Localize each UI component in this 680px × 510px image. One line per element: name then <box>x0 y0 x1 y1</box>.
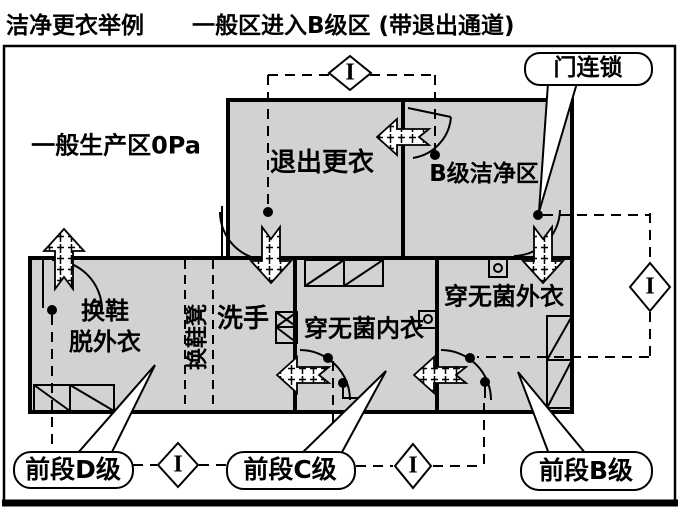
door-exit-change <box>219 206 273 261</box>
callout-front-b-label: 前段B级 <box>538 455 634 485</box>
door-sterile-outer <box>440 349 492 401</box>
interlock-lines <box>51 74 651 467</box>
airflow-arrow-left-icon <box>275 354 332 396</box>
airflow-arrow-left-icon <box>412 354 469 396</box>
label-general-production-area: 一般生产区0Pa <box>31 131 201 160</box>
airflow-arrow-up-icon <box>41 227 87 292</box>
locker-rect <box>343 259 384 287</box>
interlock-symbol-bottom-left: I <box>173 451 183 478</box>
callout-door-interlock-label: 门连锁 <box>553 55 623 82</box>
interlock-diamond-bottom-right <box>393 442 433 490</box>
diagram-title-left: 洁净更衣举例 <box>6 13 144 39</box>
callout-door-interlock <box>524 52 653 86</box>
outer-frame <box>2 44 678 507</box>
room-walls <box>28 98 574 414</box>
label-shoe-bench: 换鞋凳 <box>185 303 211 371</box>
callout-front-d-label: 前段D级 <box>25 454 121 484</box>
callout-front-b <box>520 451 653 491</box>
label-b-clean-area: B级洁净区 <box>429 161 539 188</box>
airflow-arrows <box>41 116 566 396</box>
label-sterile-inner-room: 穿无菌内衣 <box>304 314 424 343</box>
label-change-shoes-line1: 换鞋 <box>81 296 129 325</box>
interlock-diamonds <box>156 54 672 490</box>
locker-rect <box>546 359 573 409</box>
airflow-arrow-down-icon <box>248 224 294 285</box>
label-change-shoes: 换鞋脱外衣 <box>69 296 141 358</box>
interlock-diamond-top <box>327 54 373 92</box>
label-change-shoes-line2: 脱外衣 <box>69 328 141 356</box>
sink-icon <box>275 311 298 344</box>
top-room-block <box>226 98 574 260</box>
wall-fixture-icon <box>488 258 508 278</box>
callout-front-d <box>13 451 134 489</box>
label-exit-change-room: 退出更衣 <box>269 148 375 179</box>
furniture <box>33 258 573 412</box>
interlock-diamond-right <box>628 261 672 313</box>
diagram-title-right: 一般区进入B级区 (带退出通道) <box>192 13 515 39</box>
airflow-arrow-down-icon <box>520 224 566 285</box>
callout-bubbles <box>13 52 653 491</box>
label-wash-hands: 洗手 <box>216 304 270 335</box>
door-sterile-inner <box>299 349 358 401</box>
interlock-diamond-bottom-left <box>156 441 200 489</box>
interlock-symbol-top: I <box>345 59 355 86</box>
wall-fixture-icon <box>418 310 438 329</box>
door-bclean-inner <box>407 107 452 160</box>
interlock-symbol-right: I <box>645 273 655 300</box>
bench-rect <box>69 384 115 412</box>
callout-front-c-label: 前段C级 <box>243 454 337 484</box>
interlock-symbol-bottom-right: I <box>408 452 418 479</box>
airflow-arrow-left-icon <box>375 116 432 158</box>
label-sterile-outer-room: 穿无菌外衣 <box>444 282 564 311</box>
callout-front-c <box>226 451 356 490</box>
